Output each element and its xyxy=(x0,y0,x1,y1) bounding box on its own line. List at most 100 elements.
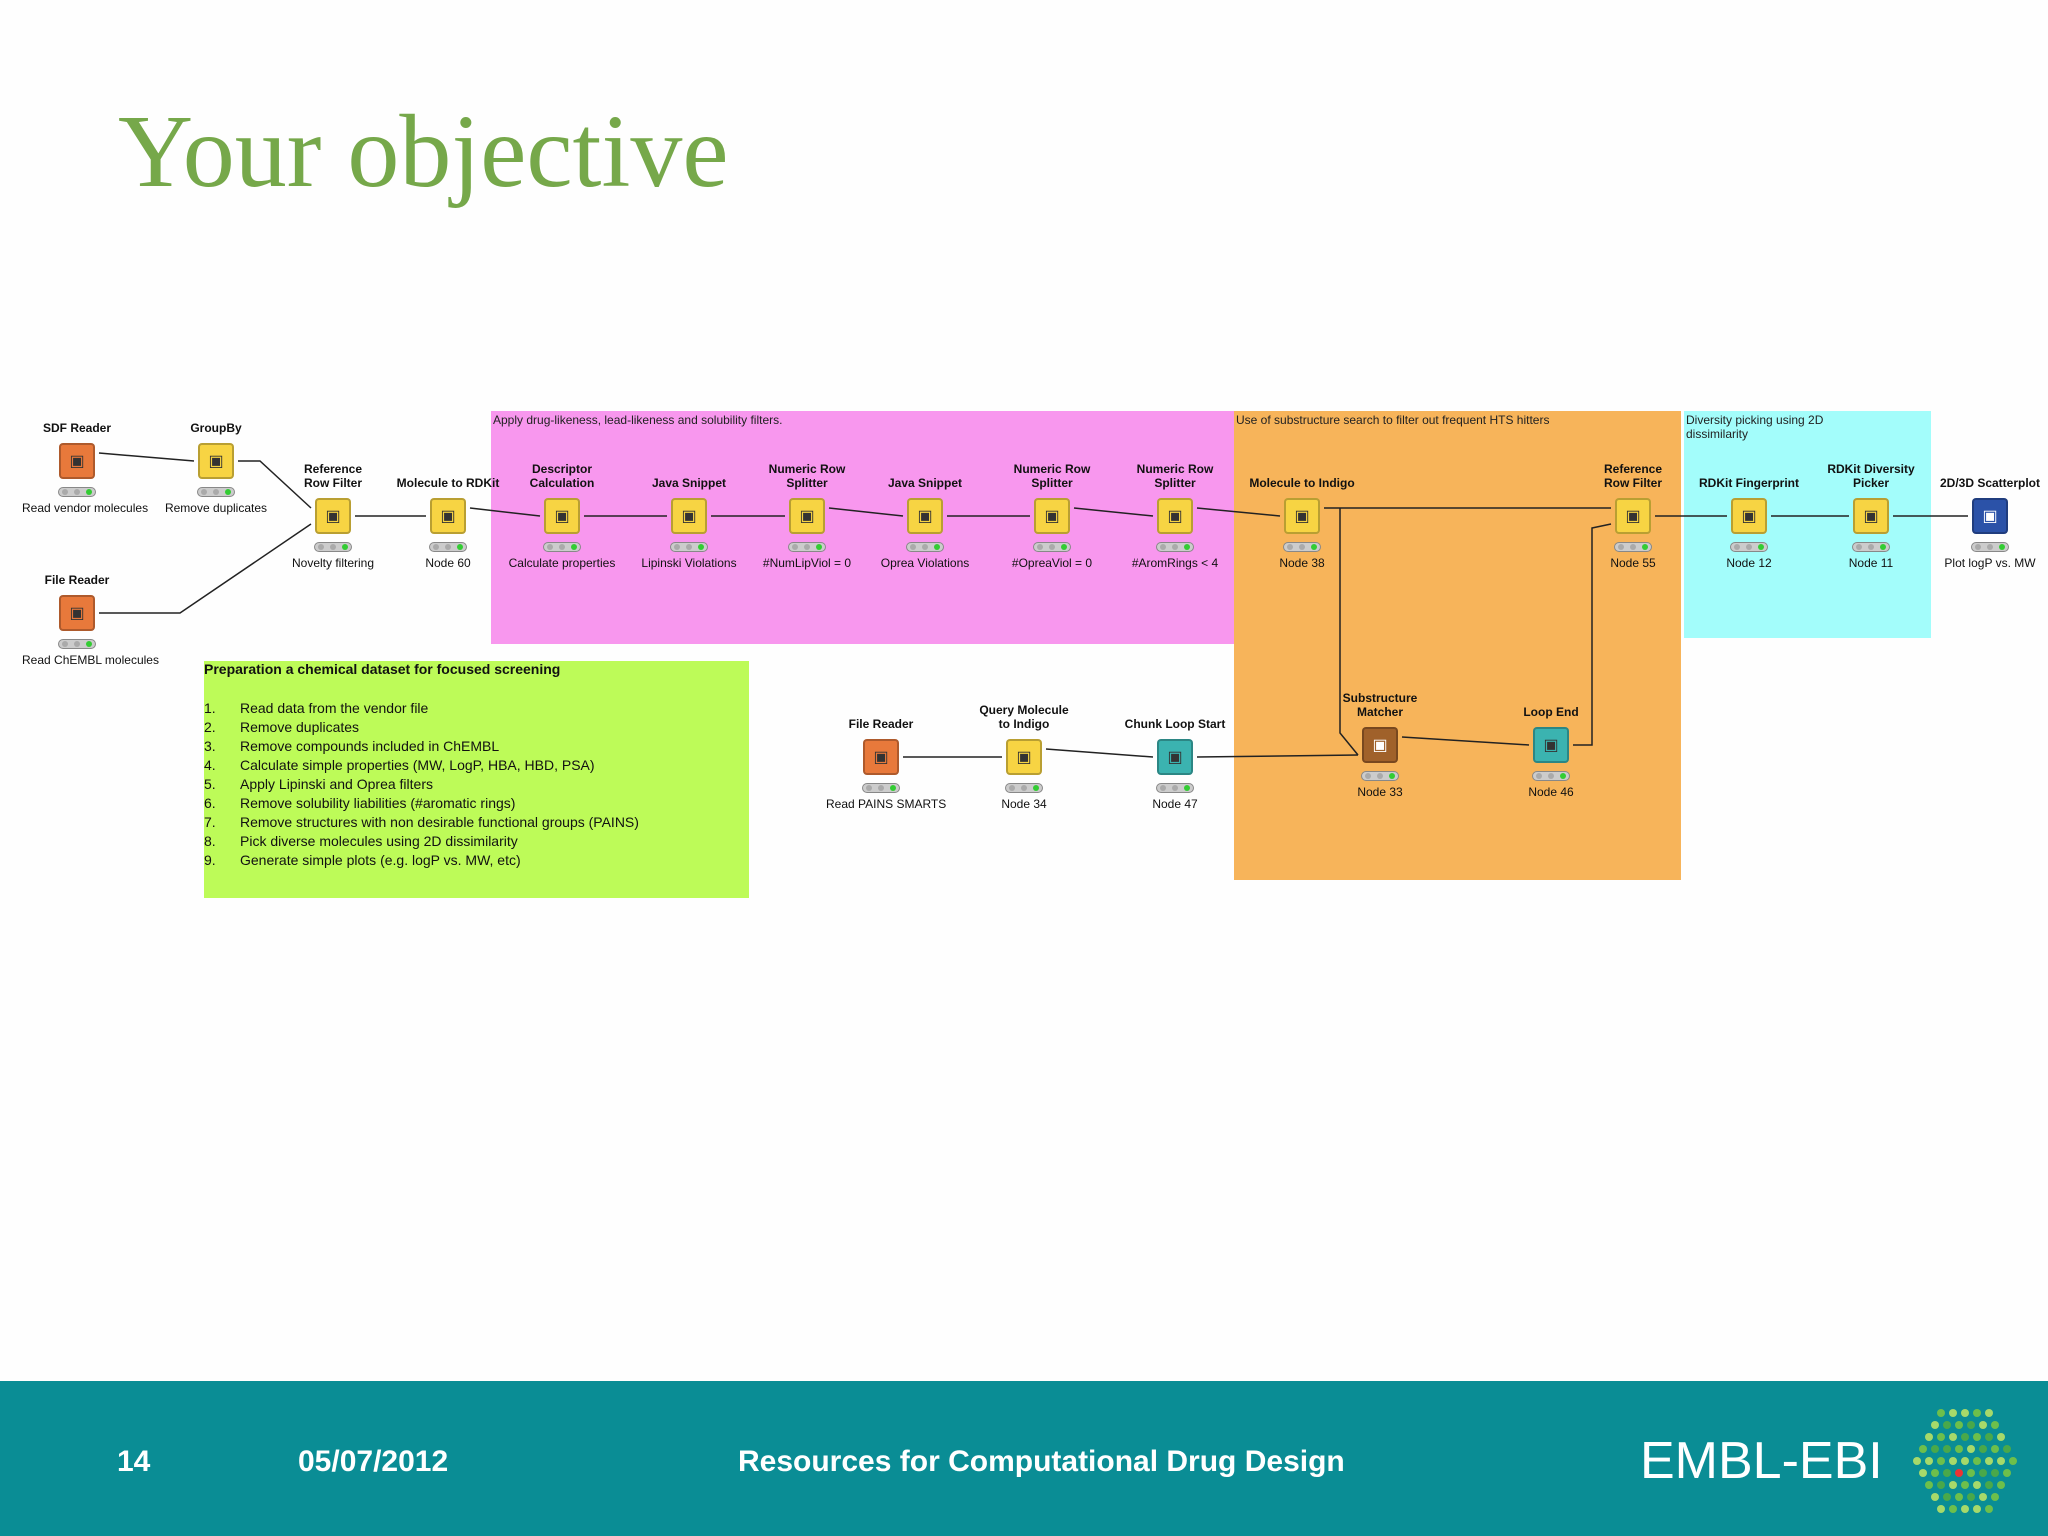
node-status-indicator xyxy=(1005,783,1043,793)
node-java1[interactable]: Java Snippet xyxy=(634,476,744,490)
node-loopend[interactable]: Loop End xyxy=(1496,705,1606,719)
loop-end-icon[interactable]: ▣ xyxy=(1533,727,1569,763)
fingerprint-icon[interactable]: ▣ xyxy=(1731,498,1767,534)
scatterplot-icon[interactable]: ▣ xyxy=(1972,498,2008,534)
workflow-note: Preparation a chemical dataset for focus… xyxy=(204,661,749,898)
node-label: Node 55 xyxy=(1578,556,1688,570)
descriptor-icon[interactable]: ▣ xyxy=(544,498,580,534)
node-indigo[interactable]: Molecule to Indigo xyxy=(1247,476,1357,490)
sdf-reader-icon[interactable]: ▣ xyxy=(59,443,95,479)
annotation-label: Apply drug-likeness, lead-likeness and s… xyxy=(493,413,783,427)
file-reader-icon[interactable]: ▣ xyxy=(59,595,95,631)
node-status-indicator xyxy=(429,542,467,552)
molecule-convert-icon[interactable]: ▣ xyxy=(1284,498,1320,534)
node-label: Node 47 xyxy=(1120,797,1230,811)
java-snippet-icon[interactable]: ▣ xyxy=(907,498,943,534)
slide-title: Your objective xyxy=(118,94,729,209)
node-status-indicator xyxy=(58,487,96,497)
node-status-indicator xyxy=(1156,783,1194,793)
annotation-drug-likeness: Apply drug-likeness, lead-likeness and s… xyxy=(491,411,1234,644)
note-step-text: Generate simple plots (e.g. logP vs. MW,… xyxy=(240,852,521,868)
note-step: 2.Remove duplicates xyxy=(204,718,639,737)
node-label-text: Node 12 xyxy=(1726,556,1772,570)
node-label: #OpreaViol = 0 xyxy=(997,556,1107,570)
node-status-indicator xyxy=(1156,542,1194,552)
node-title: Java Snippet xyxy=(651,476,727,490)
note-step-text: Remove structures with non desirable fun… xyxy=(240,814,639,830)
annotation-label: Use of substructure search to filter out… xyxy=(1236,413,1550,427)
node-label-text: Plot logP vs. MW xyxy=(1944,556,2036,570)
node-groupby[interactable]: GroupBy xyxy=(161,421,271,435)
diversity-picker-icon[interactable]: ▣ xyxy=(1853,498,1889,534)
node-label: Node 38 xyxy=(1247,556,1357,570)
node-label-text: #OpreaViol = 0 xyxy=(1011,556,1093,570)
row-splitter-icon[interactable]: ▣ xyxy=(1034,498,1070,534)
note-step: 7.Remove structures with non desirable f… xyxy=(204,813,639,832)
node-status-indicator xyxy=(1971,542,2009,552)
node-label: Remove duplicates xyxy=(161,501,271,515)
row-splitter-icon[interactable]: ▣ xyxy=(789,498,825,534)
loop-start-icon[interactable]: ▣ xyxy=(1157,739,1193,775)
node-status-indicator xyxy=(1532,771,1570,781)
note-step: 4.Calculate simple properties (MW, LogP,… xyxy=(204,756,639,775)
node-title: File Reader xyxy=(848,717,914,731)
node-fp[interactable]: RDKit Fingerprint xyxy=(1694,476,1804,490)
note-step-text: Remove duplicates xyxy=(240,719,360,735)
node-label: Oprea Violations xyxy=(870,556,980,570)
node-label-text: #AromRings < 4 xyxy=(1131,556,1219,570)
node-file1[interactable]: File Reader xyxy=(22,573,132,587)
node-title: Loop End xyxy=(1523,705,1579,719)
substructure-matcher-icon[interactable]: ▣ xyxy=(1362,727,1398,763)
node-label-text: Node 47 xyxy=(1152,797,1198,811)
node-rdkit[interactable]: Molecule to RDKit xyxy=(393,476,503,490)
molecule-convert-icon[interactable]: ▣ xyxy=(430,498,466,534)
node-label: #AromRings < 4 xyxy=(1120,556,1230,570)
node-status-indicator xyxy=(1852,542,1890,552)
node-chunk[interactable]: Chunk Loop Start xyxy=(1120,717,1230,731)
node-java2[interactable]: Java Snippet xyxy=(870,476,980,490)
note-step-text: Apply Lipinski and Oprea filters xyxy=(240,776,433,792)
node-scatter[interactable]: 2D/3D Scatterplot xyxy=(1935,476,2045,490)
node-label-text: Node 55 xyxy=(1610,556,1656,570)
node-status-indicator xyxy=(1614,542,1652,552)
groupby-icon[interactable]: ▣ xyxy=(198,443,234,479)
note-title: Preparation a chemical dataset for focus… xyxy=(204,661,561,677)
note-step-number: 8. xyxy=(204,833,216,849)
node-label-text: Node 60 xyxy=(425,556,471,570)
node-file2[interactable]: File Reader xyxy=(826,717,936,731)
embl-ebi-logo: EMBL-EBI xyxy=(1640,1432,1883,1490)
file-reader-icon[interactable]: ▣ xyxy=(863,739,899,775)
node-label-text: #NumLipViol = 0 xyxy=(762,556,852,570)
row-filter-icon[interactable]: ▣ xyxy=(1615,498,1651,534)
java-snippet-icon[interactable]: ▣ xyxy=(671,498,707,534)
node-status-indicator xyxy=(314,542,352,552)
note-step-text: Remove compounds included in ChEMBL xyxy=(240,738,500,754)
note-step-text: Read data from the vendor file xyxy=(240,700,429,716)
note-step-number: 9. xyxy=(204,852,216,868)
query-molecule-icon[interactable]: ▣ xyxy=(1006,739,1042,775)
node-label-text: Node 33 xyxy=(1357,785,1403,799)
slide-footer: 14 05/07/2012 Resources for Computationa… xyxy=(0,1381,2048,1536)
node-label-text: Read vendor molecules xyxy=(22,501,149,515)
node-title: SDF Reader xyxy=(42,421,112,435)
connection xyxy=(1045,748,1154,758)
row-splitter-icon[interactable]: ▣ xyxy=(1157,498,1193,534)
node-status-indicator xyxy=(197,487,235,497)
node-status-indicator xyxy=(1033,542,1071,552)
node-sdf[interactable]: SDF Reader xyxy=(22,421,132,435)
slide-date: 05/07/2012 xyxy=(298,1445,449,1478)
node-label: Plot logP vs. MW xyxy=(1935,556,2045,570)
row-filter-icon[interactable]: ▣ xyxy=(315,498,351,534)
